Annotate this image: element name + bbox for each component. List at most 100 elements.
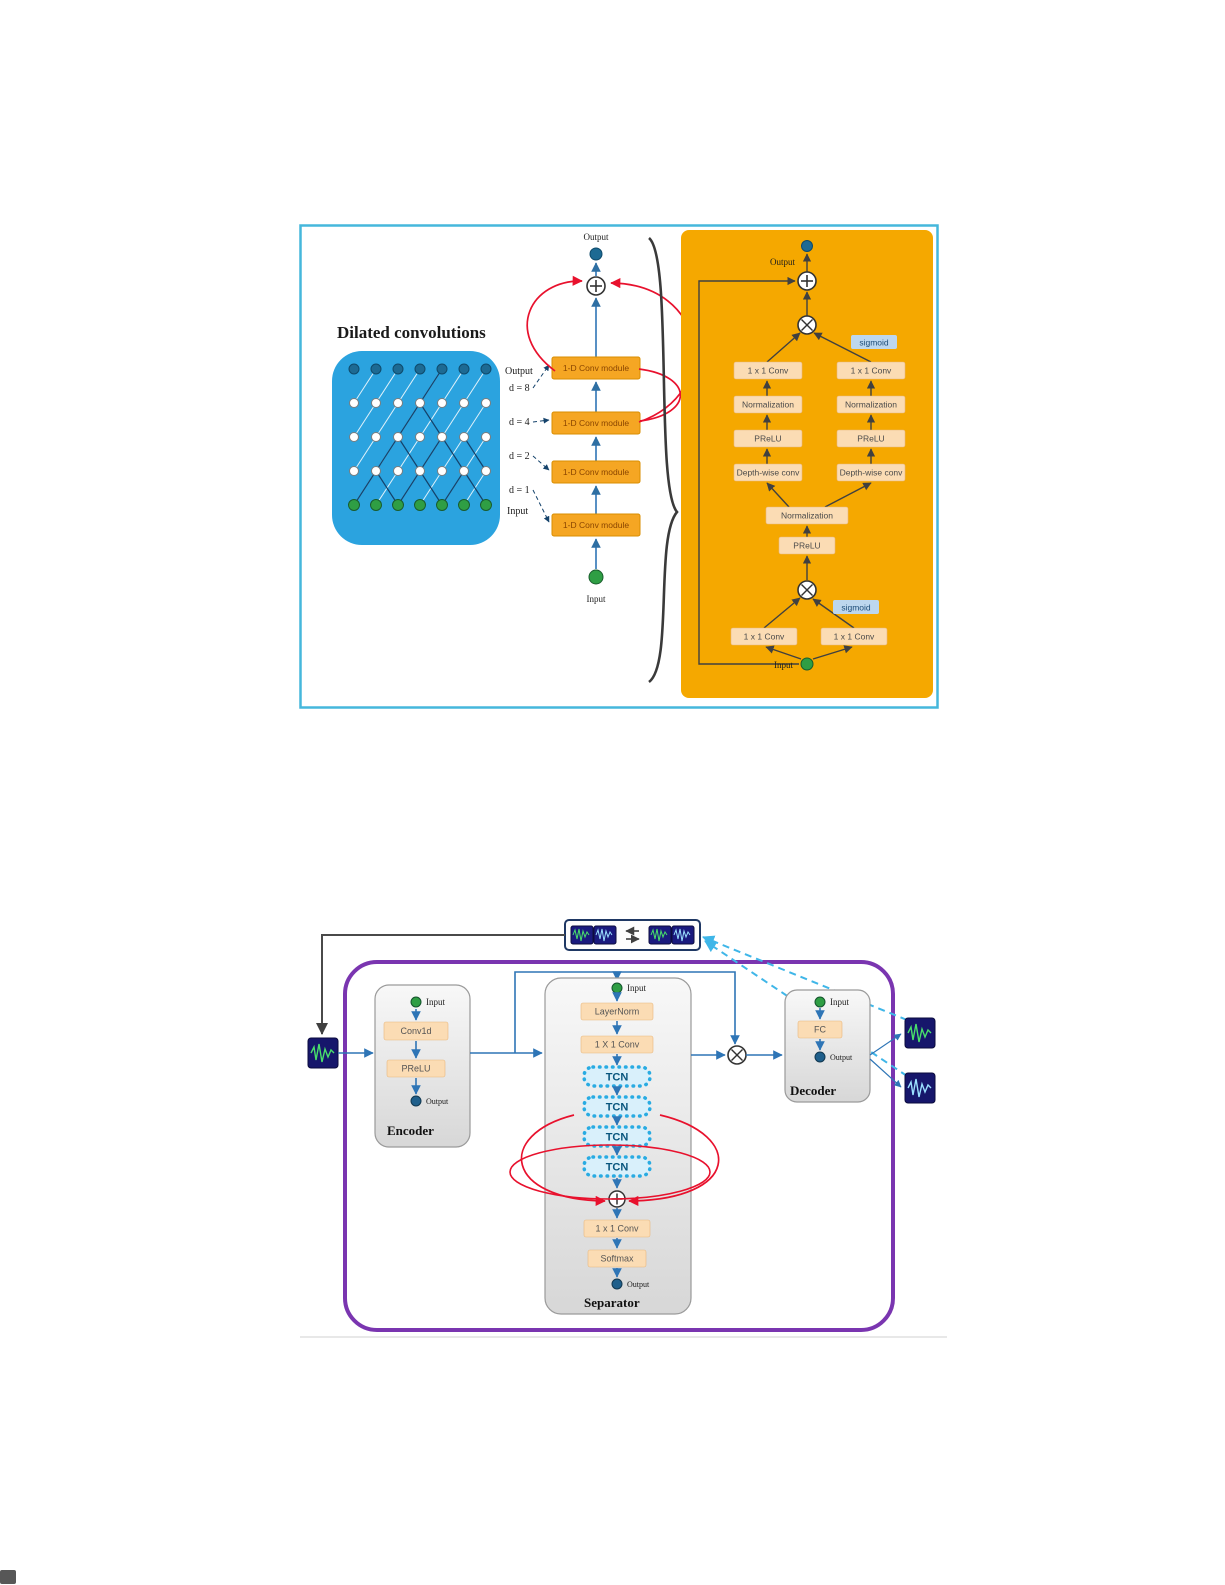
decoder-input-node: [814, 996, 826, 1008]
mixture-comparison-box: [564, 919, 701, 951]
decoder-input-label: Input: [830, 997, 849, 1007]
stack-input-label: Input: [587, 594, 606, 604]
detail-right-branch: 1 x 1 Conv Normalization PReLU Depth-wis…: [836, 361, 906, 482]
bottom-left-1x1conv-box: [730, 627, 798, 646]
conv-module-4-label: 1-D Conv module: [563, 520, 629, 530]
conv-module-1-label: 1-D Conv module: [563, 363, 629, 373]
residual-connection-line: [698, 276, 799, 665]
separator-input-node: [611, 982, 623, 994]
separator-output-label: Output: [627, 1280, 650, 1289]
left-normalization-label: Normalization: [742, 400, 794, 410]
decoder-output-node: [814, 1051, 826, 1063]
arrow-right-branch-to-mult: [813, 332, 872, 363]
decoder-block: Input FC Output Decoder: [784, 989, 871, 1103]
conv-module-2: [551, 411, 641, 435]
mask-multiply-node: [727, 1045, 747, 1065]
arrow-left-branch-to-mult: [766, 332, 801, 363]
fc-label: FC: [814, 1025, 826, 1035]
left-depthwise-label: Depth-wise conv: [737, 468, 801, 478]
conv-module-4: [551, 513, 641, 537]
mixture-to-input-path: [316, 934, 565, 1035]
decoder-output-label: Output: [830, 1053, 853, 1062]
encoder-title: Encoder: [387, 1123, 434, 1138]
detail-output-node: [801, 240, 813, 252]
separator-title: Separator: [584, 1295, 640, 1310]
conv1d-box: [383, 1021, 449, 1041]
encoder-output-label: Output: [426, 1097, 449, 1106]
arrow-bottomright-to-mult2: [812, 598, 855, 629]
dilated-grid-nodes: [348, 363, 492, 511]
separator-input-label: Input: [627, 983, 646, 993]
separator-output-node: [611, 1278, 623, 1290]
right-depthwise-label: Depth-wise conv: [840, 468, 904, 478]
left-1x1conv-label: 1 x 1 Conv: [748, 366, 789, 376]
dilated-grid-lines: [353, 368, 487, 506]
tcn-block-1: [582, 1065, 652, 1088]
dilated-label-d4: d = 4: [509, 417, 530, 428]
right-prelu-label: PReLU: [857, 434, 884, 444]
dilated-label-d2: d = 2: [509, 451, 530, 462]
bottom-left-1x1conv-label: 1 x 1 Conv: [744, 632, 785, 642]
separator-block: Input LayerNorm 1 X 1 Conv TCN TCN TCN T…: [544, 977, 692, 1315]
stack-sum-node: [586, 276, 606, 296]
right-1x1conv-label: 1 x 1 Conv: [851, 366, 892, 376]
merge-prelu-box: [778, 536, 836, 555]
softmax-box: [587, 1249, 647, 1268]
arrow-input-to-bottomleft: [765, 645, 802, 660]
layernorm-label: LayerNorm: [595, 1007, 640, 1017]
sigmoid-bottom-badge: [833, 600, 879, 614]
encoder-prelu-label: PReLU: [401, 1064, 430, 1074]
stack-input-node: [588, 569, 604, 585]
stack-output-label: Output: [583, 232, 609, 242]
tcn-2-label: TCN: [606, 1102, 629, 1114]
dilated-label-output: Output: [505, 366, 533, 377]
tcn-block-2: [582, 1095, 652, 1118]
encoder-block: Input Conv1d PReLU Output Encoder: [374, 984, 471, 1148]
conv-module-3: [551, 460, 641, 484]
tcn-skip-curves: [509, 1114, 720, 1207]
tcn-1-label: TCN: [606, 1072, 629, 1084]
module-detail-brace: [648, 237, 679, 684]
decoder-title: Decoder: [790, 1083, 836, 1098]
arrow-norm-to-left-depthwise: [766, 482, 790, 508]
input-waveform-icon: [307, 1037, 339, 1069]
arrow-bottomleft-to-mult2: [763, 597, 801, 629]
stack-output-node: [589, 247, 603, 261]
dashed-link-wave1-to-mixture: [702, 935, 908, 1021]
detail-output-label: Output: [770, 257, 796, 267]
decoder-to-wave2-line: [869, 1058, 902, 1088]
merge-normalization-box: [765, 506, 849, 525]
detail-left-branch: 1 x 1 Conv Normalization PReLU Depth-wis…: [733, 361, 803, 482]
sigmoid-top-badge: [851, 335, 897, 349]
separator-1x1conv-top-label: 1 X 1 Conv: [595, 1040, 640, 1050]
left-prelu-label: PReLU: [754, 434, 781, 444]
detail-sum-node: [797, 271, 817, 291]
conv-module-3-label: 1-D Conv module: [563, 467, 629, 477]
layernorm-box: [580, 1002, 654, 1021]
arrow-norm-to-right-depthwise: [824, 482, 872, 508]
detail-input-label: Input: [774, 660, 793, 670]
encoder-prelu-box: [386, 1059, 446, 1078]
dilated-conv-panel: [332, 351, 500, 545]
detail-multiply-top-node: [797, 315, 817, 335]
figure-1d-conv-module-diagram: Dilated convolutions Output d = 8: [299, 224, 939, 709]
conv1d-label: Conv1d: [400, 1026, 431, 1036]
dilated-label-d8: d = 8: [509, 383, 530, 394]
sigmoid-bottom-label: sigmoid: [841, 603, 871, 613]
figure-conv-tasnet-architecture: Input Conv1d PReLU Output Encoder Input …: [300, 919, 947, 1338]
tcn-3-label: TCN: [606, 1132, 629, 1144]
page-artifact: [0, 1570, 16, 1584]
sigmoid-top-label: sigmoid: [859, 338, 889, 348]
separated-waveform-icon-1: [904, 1017, 936, 1049]
arrow-input-to-bottomright: [812, 645, 853, 660]
encoder-output-node: [410, 1095, 422, 1107]
right-normalization-label: Normalization: [845, 400, 897, 410]
bottom-right-1x1conv-box: [820, 627, 888, 646]
dilated-conv-title: Dilated convolutions: [337, 323, 486, 342]
separated-waveform-icon-2: [904, 1072, 936, 1104]
tcn-4-label: TCN: [606, 1162, 629, 1174]
softmax-label: Softmax: [600, 1254, 634, 1264]
bottom-right-1x1conv-label: 1 x 1 Conv: [834, 632, 875, 642]
dilation-to-module-arrows: [532, 364, 550, 523]
